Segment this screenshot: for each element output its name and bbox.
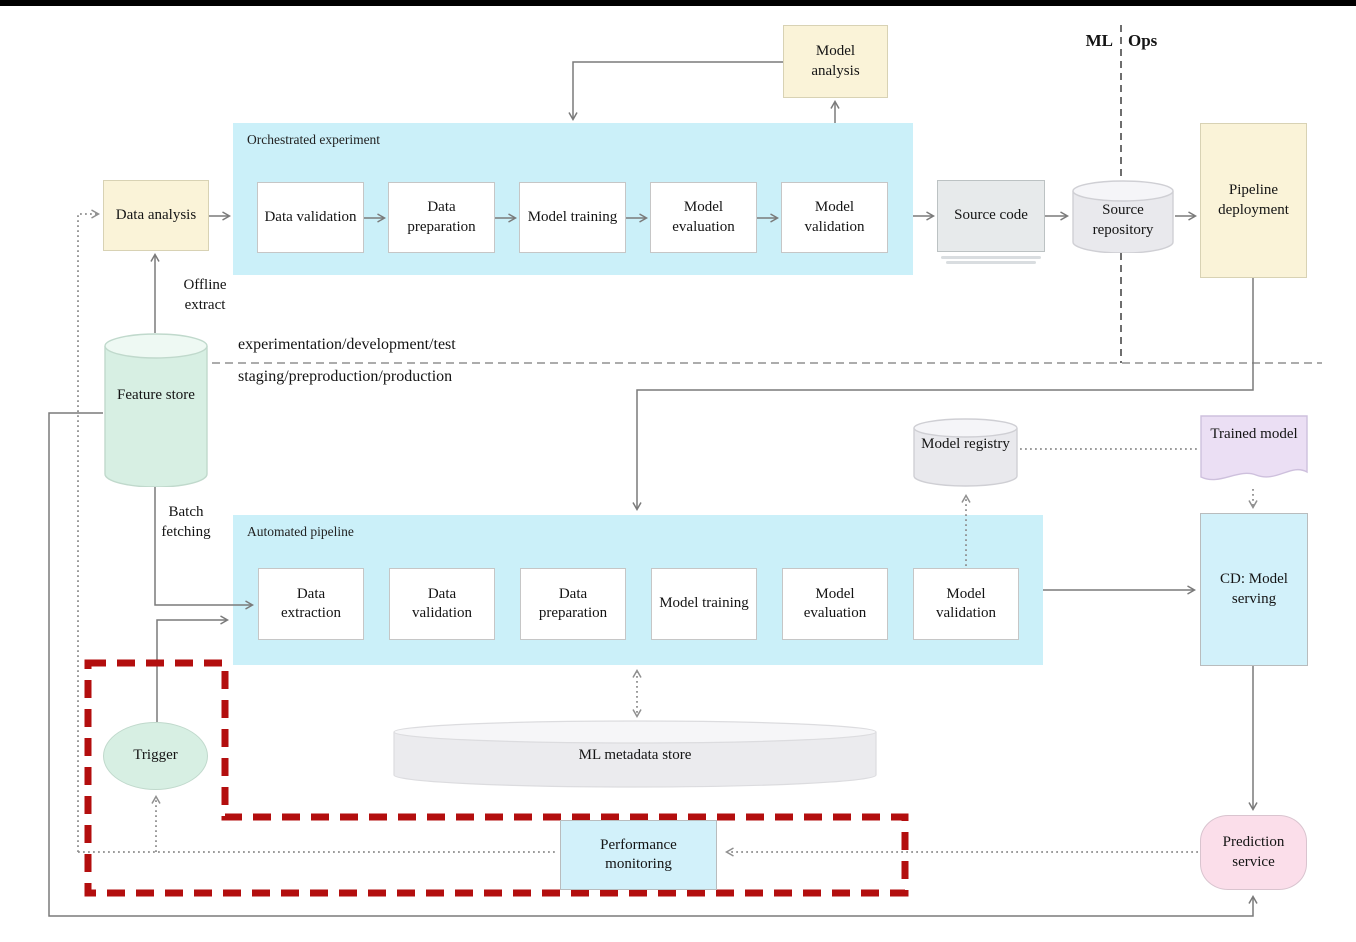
exp-step-data-preparation: Data preparation [388, 182, 495, 253]
auto-step-data-preparation: Data preparation [520, 568, 626, 640]
source-repository-cylinder: Source repository [1072, 180, 1174, 253]
auto-step-model-validation: Model validation [913, 568, 1019, 640]
auto-step-data-validation: Data validation [389, 568, 495, 640]
feature-store-shape [104, 333, 208, 487]
auto-step-data-extraction: Data extraction [258, 568, 364, 640]
env-bottom-label: staging/preproduction/production [238, 368, 453, 385]
ml-metadata-store-label: ML metadata store [578, 747, 692, 763]
performance-monitoring-box: Performance monitoring [560, 820, 717, 890]
ml-metadata-store-cylinder: ML metadata store [393, 720, 877, 788]
cd-model-serving-box: CD: Model serving [1200, 513, 1308, 666]
source-code-box: Source code [937, 180, 1045, 252]
trained-model-label: Trained model [1210, 426, 1298, 442]
orchestrated-experiment-title: Orchestrated experiment [247, 132, 381, 147]
data-analysis-box: Data analysis [103, 180, 209, 251]
prediction-service-box: Prediction service [1200, 815, 1307, 890]
feature-store-label: Feature store [117, 387, 195, 403]
exp-step-model-evaluation: Model evaluation [650, 182, 757, 253]
red-dashed-highlight-outline [84, 659, 909, 897]
trained-model-shape [1200, 415, 1308, 481]
exp-step-data-validation: Data validation [257, 182, 364, 253]
trained-model-document: Trained model [1200, 415, 1308, 489]
ml-metadata-store-shape [393, 720, 877, 788]
ml-label: ML [1085, 31, 1113, 50]
offline-extract-label: Offline extract [183, 277, 227, 313]
env-top-label: experimentation/development/test [238, 336, 456, 353]
auto-step-model-training: Model training [651, 568, 757, 640]
trigger-ellipse: Trigger [103, 722, 208, 790]
exp-step-model-training: Model training [519, 182, 626, 253]
ops-label: Ops [1128, 31, 1158, 50]
arrow-feature-store-to-prediction-service [48, 412, 1258, 917]
top-black-bar [0, 0, 1356, 6]
arrow-deployment-to-automated-pipeline [632, 278, 1254, 512]
model-registry-label: Model registry [921, 436, 1010, 452]
arrow-feature-store-to-data-extraction [154, 487, 255, 610]
source-repository-label: Source repository [1092, 202, 1154, 238]
model-registry-shape [913, 418, 1018, 487]
model-analysis-box: Model analysis [783, 25, 888, 98]
source-repository-shape [1072, 180, 1174, 253]
model-registry-cylinder: Model registry [913, 418, 1018, 487]
automated-pipeline-title: Automated pipeline [247, 524, 354, 539]
arrow-model-analysis-to-experiment [568, 61, 783, 122]
automated-pipeline-panel: Automated pipeline [233, 515, 1043, 665]
source-code-stack-line-2 [946, 261, 1036, 264]
dotted-feedback-to-data-analysis [77, 209, 101, 852]
arrow-trigger-to-pipeline [156, 615, 230, 722]
batch-fetching-label: Batch fetching [161, 504, 211, 540]
source-code-stack-line-1 [941, 256, 1041, 259]
auto-step-model-evaluation: Model evaluation [782, 568, 888, 640]
feature-store-cylinder: Feature store [104, 333, 208, 487]
pipeline-deployment-box: Pipeline deployment [1200, 123, 1307, 278]
exp-step-model-validation: Model validation [781, 182, 888, 253]
